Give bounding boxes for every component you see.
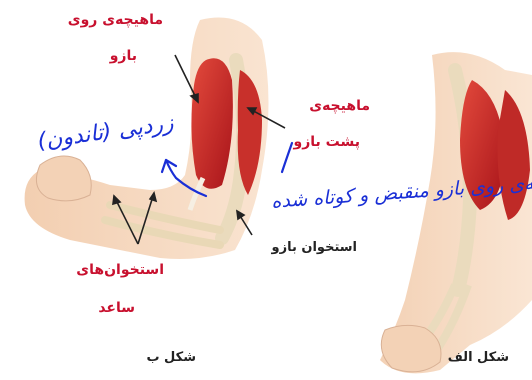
label-forearm-line1: استخوان‌های — [76, 262, 164, 278]
hand-b — [36, 156, 91, 201]
ink-stroke — [282, 143, 292, 172]
label-triceps-line2: پشت بازو — [294, 134, 360, 150]
label-forearm-line2: ساعد — [98, 300, 135, 316]
label-humerus: استخوان بازو — [272, 240, 357, 255]
caption-figure-a: شکل الف — [448, 350, 509, 365]
caption-figure-b: شکل ب — [146, 350, 196, 365]
label-biceps-line1: ماهیچه‌ی روی — [68, 12, 163, 28]
figure-a-extended-arm — [380, 52, 532, 373]
label-biceps-line2: بازو — [110, 48, 137, 64]
label-triceps-line1: ماهیچه‌ی — [309, 98, 370, 114]
